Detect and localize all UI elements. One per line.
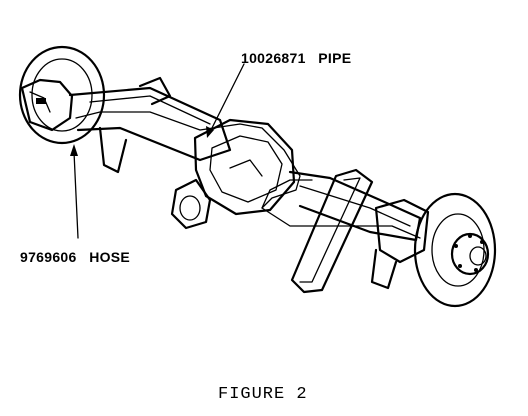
hose-part-name: HOSE — [89, 249, 131, 265]
right-axle-tube — [288, 170, 422, 242]
differential-carrier — [170, 118, 296, 230]
left-axle-tube — [68, 76, 232, 174]
pipe-part-number: 10026871 — [241, 50, 306, 66]
brake-pipe — [75, 111, 421, 239]
pipe-leader-arrowhead — [206, 126, 214, 138]
left-brake-drum — [18, 45, 106, 145]
hose-leader-arrowhead — [70, 144, 78, 156]
callout-leaders — [70, 63, 245, 239]
frame-crossmember — [290, 168, 374, 294]
hose-callout-label: 9769606 HOSE — [20, 249, 130, 265]
pipe-callout-label: 10026871 PIPE — [241, 50, 351, 66]
hose-part-number: 9769606 — [20, 249, 77, 265]
right-brake-rotor — [370, 192, 497, 308]
pipe-leader-line — [209, 63, 245, 133]
hose-leader-line — [73, 151, 79, 239]
figure-caption: FIGURE 2 — [218, 385, 308, 404]
pipe-part-name: PIPE — [318, 50, 352, 66]
